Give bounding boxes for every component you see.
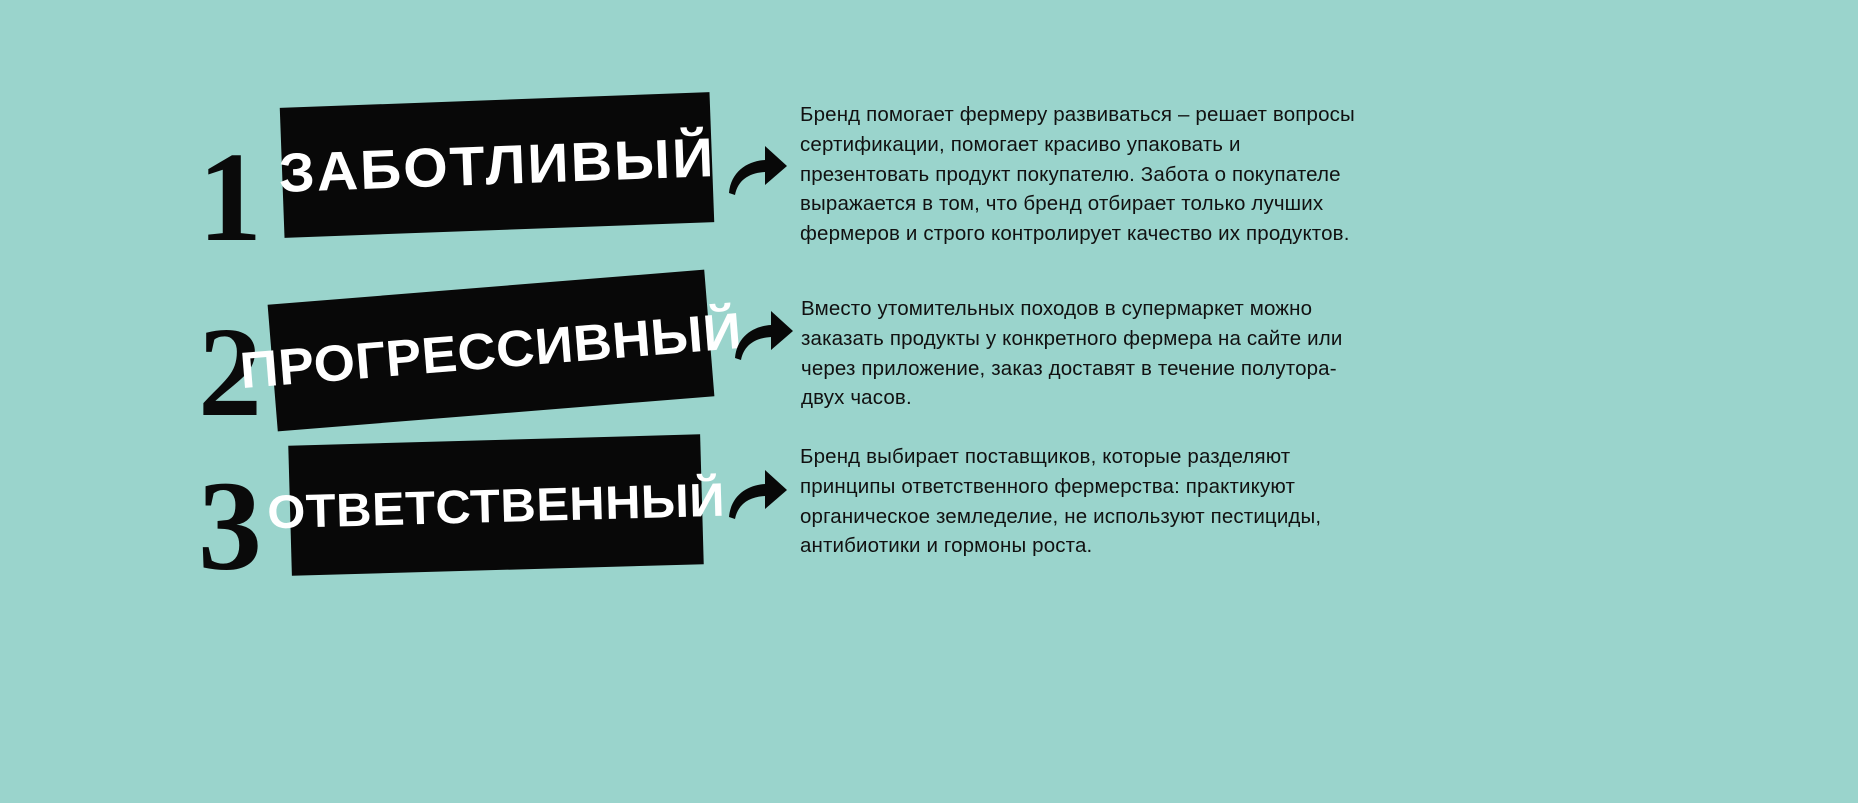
curved-arrow-right-icon	[733, 309, 795, 361]
curved-arrow-right-icon	[727, 468, 789, 520]
banner-zabotlivyy: ЗАБОТЛИВЫЙ	[277, 92, 717, 238]
infographic-row-1: 1 ЗАБОТЛИВЫЙ Бренд помогает фермеру разв…	[0, 92, 1858, 267]
item-description-2: Вместо утомительных походов в супермарке…	[801, 297, 1343, 410]
item-description-1: Бренд помогает фермеру развиваться – реш…	[800, 103, 1355, 246]
banner-otvetstvennyy: ОТВЕТСТВЕННЫЙ	[266, 434, 726, 576]
item-number-3: 3	[198, 455, 262, 597]
infographic-row-3: 3 ОТВЕТСТВЕННЫЙ Бренд выбирает поставщик…	[0, 428, 1858, 597]
curved-arrow-right-icon	[727, 144, 789, 196]
item-number-1: 1	[198, 126, 262, 268]
banner-progressivnyy: ПРОГРЕССИВНЫЙ	[238, 269, 744, 432]
banner-label-1: ЗАБОТЛИВЫЙ	[277, 126, 717, 204]
infographic-row-2: 2 ПРОГРЕССИВНЫЙ Вместо утомительных похо…	[0, 269, 1858, 436]
banner-label-3: ОТВЕТСТВЕННЫЙ	[266, 472, 726, 538]
item-description-3: Бренд выбирает поставщиков, которые разд…	[800, 445, 1322, 558]
item-number-2: 2	[198, 301, 262, 443]
banner-label-2: ПРОГРЕССИВНЫЙ	[238, 301, 744, 400]
